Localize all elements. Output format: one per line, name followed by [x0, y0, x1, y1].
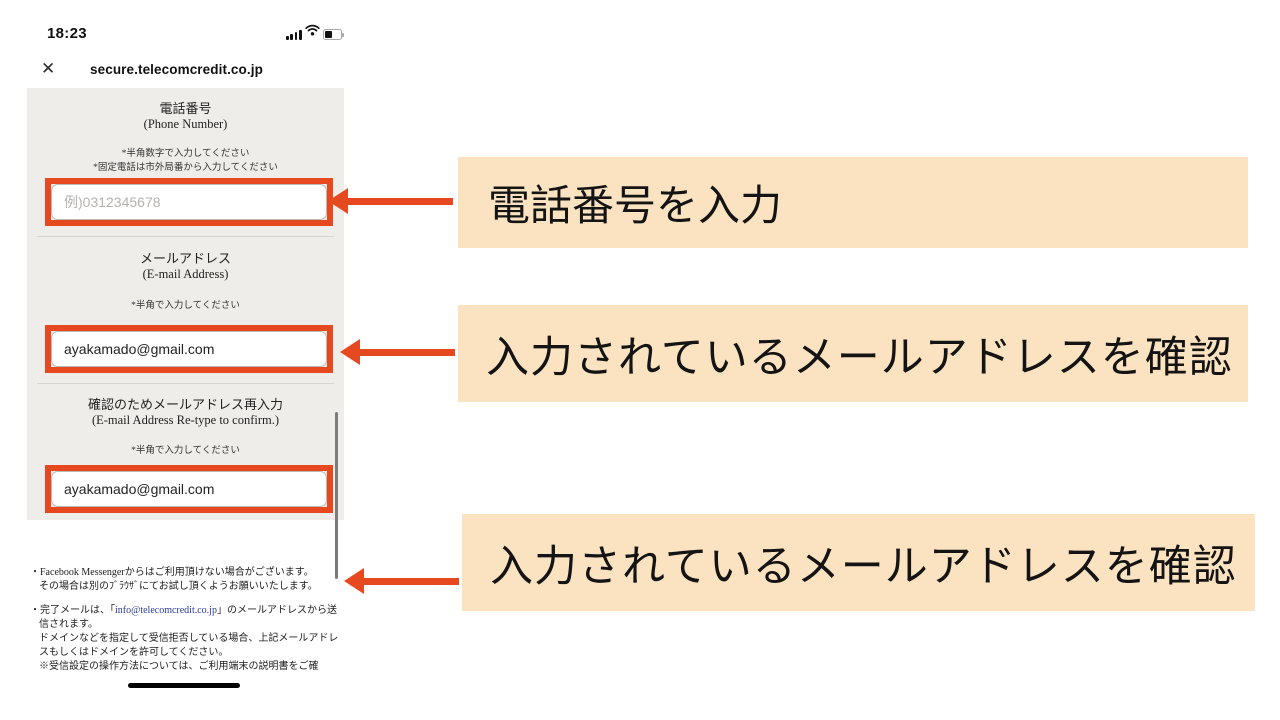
- arrow-left-icon: [344, 568, 364, 594]
- payment-form-panel: 電話番号 (Phone Number) *半角数字で入力してください *固定電話…: [27, 88, 344, 520]
- scrollbar[interactable]: [335, 412, 338, 579]
- section-divider: [37, 236, 334, 237]
- callout-phone-label: 電話番号を入力: [458, 157, 1248, 248]
- callout-email-label: 入力されているメールアドレスを確認: [458, 305, 1248, 402]
- email-retype-note: *半角で入力してください: [131, 446, 240, 456]
- email-section-subtitle: (E-mail Address): [142, 267, 229, 281]
- arrow-left-icon: [328, 188, 348, 214]
- phone-note-1: *半角数字で入力してください: [121, 149, 250, 159]
- email-retype-section-subtitle: (E-mail Address Re-type to confirm.): [91, 413, 280, 427]
- status-icons: [286, 24, 344, 42]
- home-indicator: [128, 683, 240, 688]
- arrow-left-icon: [340, 339, 360, 365]
- footer-notes: ・Facebook Messengerからはご利用頂けない場合がございます。 そ…: [30, 566, 342, 674]
- phone-section-subtitle: (Phone Number): [143, 117, 228, 131]
- email-retype-input[interactable]: [51, 471, 327, 507]
- footer-note-facebook-line1: ・Facebook Messengerからはご利用頂けない場合がございます。: [30, 567, 314, 578]
- annotation-highlight-rect-email: [45, 325, 333, 373]
- annotation-highlight-rect-email-retype: [45, 465, 333, 513]
- footer-note-settings: ※受信設定の操作方法については、ご利用端末の説明書をご確: [39, 661, 319, 672]
- phone-note-2: *固定電話は市外局番から入力してください: [93, 163, 278, 173]
- callout-email-retype-label: 入力されているメールアドレスを確認: [462, 514, 1255, 611]
- wifi-icon: [305, 23, 320, 41]
- note-prefix: ・完了メールは、「: [30, 605, 115, 616]
- close-icon[interactable]: ✕: [41, 59, 56, 78]
- footer-note-facebook-line2: その場合は別のﾌﾞﾗｳｻﾞにてお試し頂くようお願いいたします。: [39, 581, 318, 592]
- email-input[interactable]: [51, 331, 327, 367]
- status-time: 18:23: [47, 25, 87, 42]
- email-retype-section-title: 確認のためメールアドレス再入力: [87, 397, 283, 412]
- note-suffix: 」のメールアドレスから送信されます。: [39, 605, 337, 630]
- browser-url[interactable]: secure.telecomcredit.co.jp: [90, 62, 263, 77]
- section-divider: [37, 383, 334, 384]
- annotation-highlight-rect-phone: [45, 178, 333, 226]
- support-email-link[interactable]: info@telecomcredit.co.jp: [115, 605, 217, 616]
- phone-input[interactable]: [51, 184, 327, 220]
- email-note: *半角で入力してください: [131, 301, 240, 311]
- annotation-arrow-email-retype: [363, 578, 459, 585]
- phone-section-title: 電話番号: [159, 101, 212, 116]
- annotation-arrow-phone: [347, 198, 453, 205]
- annotation-arrow-email: [359, 349, 455, 356]
- footer-note-domain: ドメインなどを指定して受信拒否している場合、上記メールアドレスもしくはドメインを…: [39, 633, 339, 658]
- footer-note-completion-mail: ・完了メールは、「info@telecomcredit.co.jp」のメールアド…: [30, 604, 342, 632]
- cellular-signal-icon: [286, 29, 302, 40]
- battery-icon: [323, 29, 344, 40]
- email-section-title: メールアドレス: [139, 251, 231, 266]
